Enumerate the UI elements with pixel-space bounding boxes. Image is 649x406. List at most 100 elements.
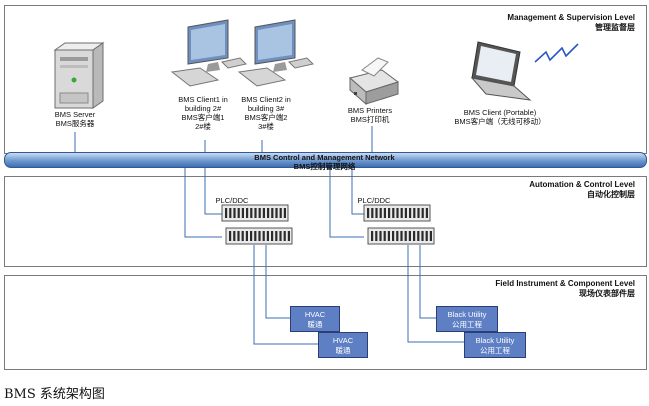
rack-module-stripe	[396, 208, 399, 218]
rack-module-stripe	[237, 231, 240, 241]
hvac2-label-en: HVAC	[332, 336, 354, 345]
client1-label-line1: BMS Client1 in	[178, 95, 228, 104]
rack-module-stripe	[267, 208, 270, 218]
client1-label-line4: 2#楼	[195, 122, 211, 131]
black1-label-cn: 公用工程	[452, 320, 482, 329]
server-label-en: BMS Server	[54, 110, 96, 119]
rack-module-stripe	[371, 208, 374, 218]
rack-module-stripe	[250, 208, 253, 218]
rack-module-stripe	[229, 208, 232, 218]
rack-module-stripe	[392, 208, 395, 218]
rack-module-stripe	[429, 231, 432, 241]
laptop-icon	[470, 41, 532, 101]
network-bar	[4, 152, 647, 168]
rack-module-stripe	[233, 208, 236, 218]
printer-icon	[348, 57, 400, 106]
server-icon	[53, 42, 105, 109]
rack-module-stripe	[396, 231, 399, 241]
field-title-cn: 现场仪表部件层	[579, 289, 635, 298]
rack-module-stripe	[404, 208, 407, 218]
black-utility-box-2: Black Utility 公用工程	[464, 332, 526, 358]
automation-title-en: Automation & Control Level	[529, 180, 635, 189]
rack-module-stripe	[421, 208, 424, 218]
rack-module-stripe	[245, 231, 248, 241]
rack-module-stripe	[254, 231, 257, 241]
rack-module-stripe	[383, 208, 386, 218]
client1-label-line3: BMS客户端1	[181, 113, 225, 122]
management-title-cn: 管理监督层	[595, 23, 635, 32]
rack-module-stripe	[367, 208, 370, 218]
desktop-client1-icon	[170, 19, 247, 87]
hvac-box-1: HVAC 暖通	[290, 306, 340, 332]
hvac2-label-cn: 暖通	[335, 346, 351, 355]
rack-module-stripe	[283, 231, 286, 241]
printer-label-cn: BMS打印机	[350, 115, 390, 124]
rack-module-stripe	[258, 231, 261, 241]
client2-label: BMS Client2 in building 3# BMS客户端2 3#楼	[228, 95, 304, 131]
rack-module-stripe	[262, 208, 265, 218]
black1-label-en: Black Utility	[447, 310, 487, 319]
client2-label-line2: building 3#	[247, 104, 285, 113]
automation-layer-title: Automation & Control Level 自动化控制层	[529, 180, 635, 200]
automation-layer	[4, 176, 647, 267]
rack-module-stripe	[271, 208, 274, 218]
rack-module-stripe	[409, 208, 412, 218]
rack-module-stripe	[379, 231, 382, 241]
rack-module-stripe	[400, 231, 403, 241]
rack-module-stripe	[275, 231, 278, 241]
portable-label-cn: BMS客户端（无线可移动）	[454, 117, 546, 126]
rack-module-stripe	[387, 231, 390, 241]
desktop-client2-icon	[237, 19, 314, 87]
rack-module-stripe	[379, 208, 382, 218]
rack-module-stripe	[413, 208, 416, 218]
rack-module-stripe	[404, 231, 407, 241]
portable-label-en: BMS Client (Portable)	[463, 108, 537, 117]
client1-label: BMS Client1 in building 2# BMS客户端1 2#楼	[165, 95, 241, 131]
management-layer	[4, 5, 647, 154]
automation-title-cn: 自动化控制层	[587, 190, 635, 199]
rack-module-stripe	[283, 208, 286, 218]
black2-label-en: Black Utility	[475, 336, 515, 345]
hvac1-label-cn: 暖通	[307, 320, 323, 329]
portable-label: BMS Client (Portable) BMS客户端（无线可移动）	[440, 108, 560, 126]
rack-module-stripe	[375, 231, 378, 241]
rack-module-stripe	[271, 231, 274, 241]
hvac1-label-en: HVAC	[304, 310, 326, 319]
rack-module-stripe	[275, 208, 278, 218]
rack-module-stripe	[408, 231, 411, 241]
management-layer-title: Management & Supervision Level 管理监督层	[507, 13, 635, 33]
rack-module-stripe	[241, 208, 244, 218]
client2-label-line4: 3#楼	[258, 122, 274, 131]
rack-module-stripe	[279, 231, 282, 241]
server-label: BMS Server BMS服务器	[45, 110, 105, 128]
plc2-label: PLC/DDC	[357, 196, 391, 205]
rack-module-stripe	[266, 231, 269, 241]
rack-module-stripe	[383, 231, 386, 241]
wireless-icon	[534, 43, 579, 63]
rack-module-stripe	[246, 208, 249, 218]
rack-module-stripe	[425, 208, 428, 218]
rack-module-stripe	[241, 231, 244, 241]
rack-module-stripe	[250, 231, 253, 241]
rack-module-stripe	[371, 231, 374, 241]
rack-module-stripe	[279, 208, 282, 218]
client2-label-line3: BMS客户端2	[244, 113, 288, 122]
figure-caption: BMS 系统架构图	[4, 387, 105, 402]
printer-label: BMS Printers BMS打印机	[335, 106, 405, 124]
rack-module-stripe	[413, 231, 416, 241]
black-utility-box-1: Black Utility 公用工程	[436, 306, 498, 332]
connector-lines	[74, 126, 464, 345]
rack-module-stripe	[225, 208, 228, 218]
printer-label-en: BMS Printers	[347, 106, 393, 115]
network-label-en: BMS Control and Management Network	[254, 153, 395, 162]
rack-module-stripe	[233, 231, 236, 241]
hvac-box-2: HVAC 暖通	[318, 332, 368, 358]
rack-module-stripe	[417, 231, 420, 241]
client2-label-line1: BMS Client2 in	[241, 95, 291, 104]
network-label-cn: BMS控制管理网络	[293, 162, 356, 171]
rack-module-stripe	[287, 231, 290, 241]
plc1-label: PLC/DDC	[215, 196, 249, 205]
rack-module-stripe	[258, 208, 261, 218]
